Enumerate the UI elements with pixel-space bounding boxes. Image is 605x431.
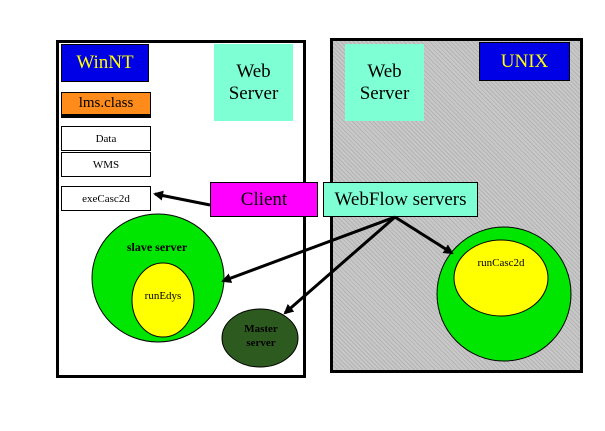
arrow-client-to-execasc2d	[153, 190, 211, 207]
stack-data: Data	[61, 126, 151, 151]
master-server-label: Master server	[226, 322, 296, 350]
arrow-webflow-to-unix	[394, 215, 454, 255]
runedys-node	[131, 262, 195, 338]
web-server-winnt: Web Server	[214, 44, 293, 121]
web-server-winnt-line2: Server	[228, 82, 279, 104]
client-label: Client	[240, 188, 288, 210]
stack-lms-class: lms.class	[61, 92, 151, 118]
unix-title-text: UNIX	[500, 50, 549, 72]
runcasc2d-label: runCasc2d	[477, 257, 525, 269]
winnt-title-text: WinNT	[76, 52, 134, 73]
web-server-unix: Web Server	[345, 44, 424, 121]
runcasc2d-node	[453, 239, 549, 317]
runedys-label: runEdys	[144, 290, 182, 302]
web-server-unix-line2: Server	[359, 82, 410, 104]
stack-wms: WMS	[61, 152, 151, 177]
client-box: Client	[210, 182, 318, 217]
stack-wms-label: WMS	[92, 158, 120, 171]
stack-execasc2d-label: exeCasc2d	[82, 192, 130, 205]
arrow-webflow-to-slave	[221, 215, 396, 283]
stack-lms-class-label: lms.class	[78, 95, 134, 111]
slave-server-label: slave server	[126, 240, 188, 254]
winnt-title: WinNT	[61, 44, 149, 82]
master-server-line2: server	[246, 337, 276, 349]
stack-execasc2d: exeCasc2d	[61, 186, 151, 211]
master-server-node	[221, 308, 299, 368]
webflow-label: WebFlow servers	[334, 188, 467, 210]
webflow-servers-box: WebFlow servers	[323, 182, 478, 217]
web-server-unix-line1: Web	[367, 60, 402, 82]
unix-title: UNIX	[479, 42, 570, 81]
master-server-line1: Master	[244, 323, 278, 335]
web-server-winnt-line1: Web	[236, 60, 271, 82]
arrow-webflow-to-master	[283, 215, 396, 315]
stack-data-label: Data	[95, 132, 117, 145]
